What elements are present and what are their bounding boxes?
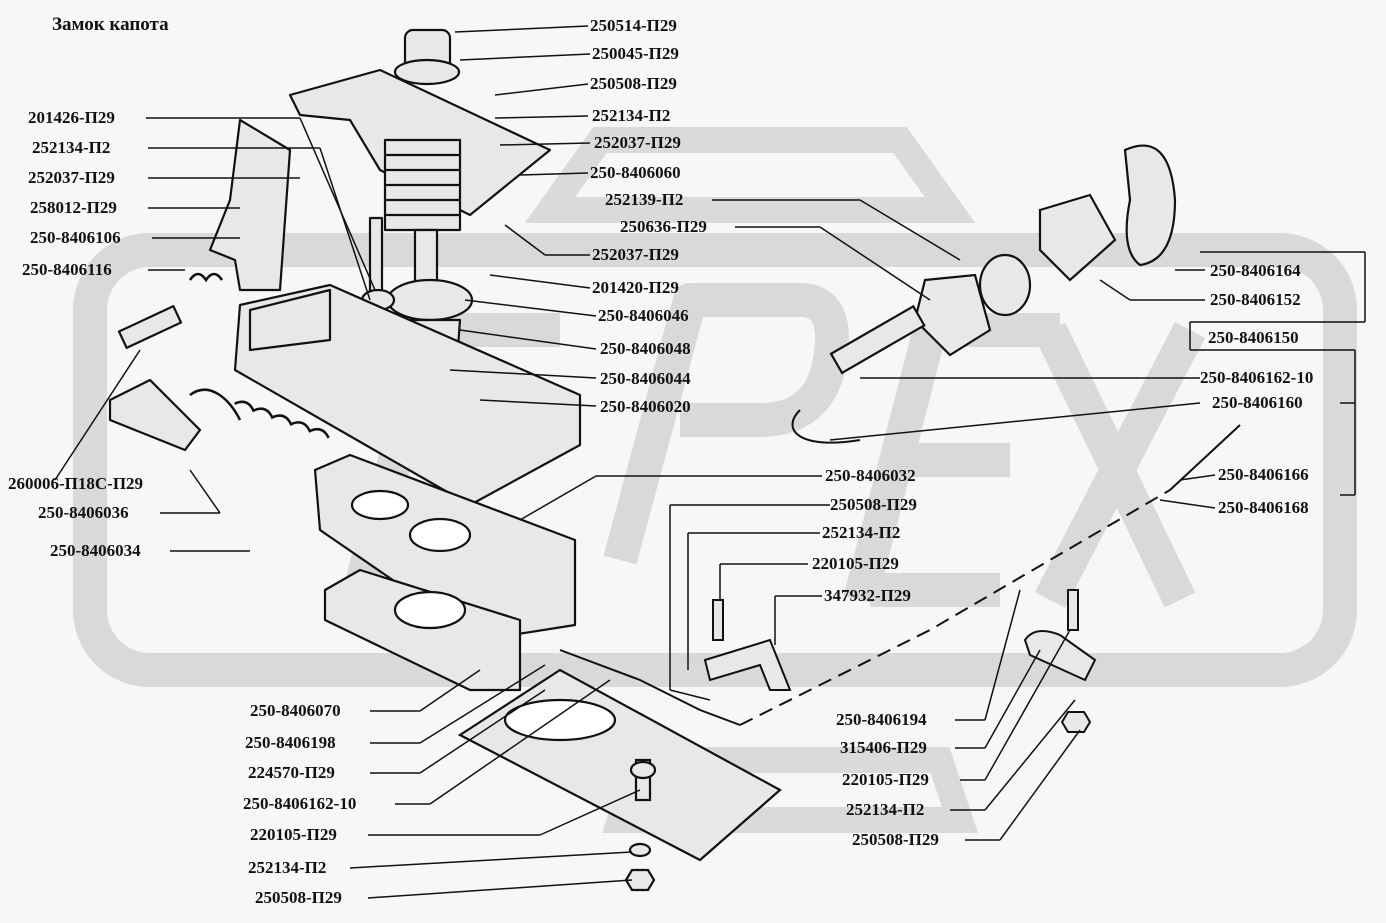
diagram-title: Замок капота [52, 14, 169, 35]
lock-assembly [108, 28, 582, 692]
part-label: 250-8406020 [600, 397, 691, 416]
part-label: 224570-П29 [248, 763, 335, 782]
part-label: 250-8406034 [50, 541, 141, 560]
part-label: 250636-П29 [620, 217, 707, 236]
part-label: 250-8406070 [250, 701, 341, 720]
springs [188, 272, 330, 439]
part-label: 252134-П2 [32, 138, 111, 157]
part-label: 252037-П29 [28, 168, 115, 187]
part-label: 347932-П29 [824, 586, 911, 605]
part-label: 250-8406106 [30, 228, 121, 247]
part-label: 250-8406162-10 [1200, 368, 1314, 387]
cable [559, 409, 1241, 726]
part-label: 252134-П2 [822, 523, 901, 542]
part-label: 260006-П18С-П29 [8, 474, 144, 493]
part-label: 250-8406160 [1212, 393, 1303, 412]
part-label: 252134-П2 [592, 106, 671, 125]
part-label: 250-8406036 [38, 503, 129, 522]
part-label: 250-8406150 [1208, 328, 1299, 347]
part-label: 250-8406162-10 [243, 794, 357, 813]
part-label: 250-8406168 [1218, 498, 1309, 517]
part-label: 220105-П29 [250, 825, 337, 844]
part-label: 250-8406048 [600, 339, 691, 358]
part-label: 250-8406116 [22, 260, 112, 279]
part-label: 250-8406032 [825, 466, 916, 485]
part-label: 201420-П29 [592, 278, 679, 297]
part-label: 250-8406152 [1210, 290, 1301, 309]
part-label: 250-8406060 [590, 163, 681, 182]
part-label: 250045-П29 [592, 44, 679, 63]
part-label: 250-8406044 [600, 369, 691, 388]
part-label: 250-8406194 [836, 710, 927, 729]
part-label: 250508-П29 [852, 830, 939, 849]
handle-assembly [829, 144, 1177, 375]
part-label: 201426-П29 [28, 108, 115, 127]
part-label: 250514-П29 [590, 16, 677, 35]
part-label: 250-8406166 [1218, 465, 1309, 484]
part-label: 315406-П29 [840, 738, 927, 757]
part-label: 252139-П2 [605, 190, 684, 209]
part-label: 250-8406046 [598, 306, 689, 325]
part-label: 220105-П29 [812, 554, 899, 573]
striker-plate [457, 668, 782, 892]
part-label: 250508-П29 [830, 495, 917, 514]
part-label: 250-8406164 [1210, 261, 1301, 280]
part-label: 250-8406198 [245, 733, 336, 752]
part-label: 252134-П2 [846, 800, 925, 819]
part-label: 250508-П29 [255, 888, 342, 907]
part-label: 252037-П29 [592, 245, 679, 264]
part-label: 250508-П29 [590, 74, 677, 93]
part-label: 252037-П29 [594, 133, 681, 152]
part-label: 258012-П29 [30, 198, 117, 217]
part-label: 220105-П29 [842, 770, 929, 789]
part-label: 252134-П2 [248, 858, 327, 877]
clamps [703, 589, 1097, 733]
leader-lines [54, 25, 1366, 899]
